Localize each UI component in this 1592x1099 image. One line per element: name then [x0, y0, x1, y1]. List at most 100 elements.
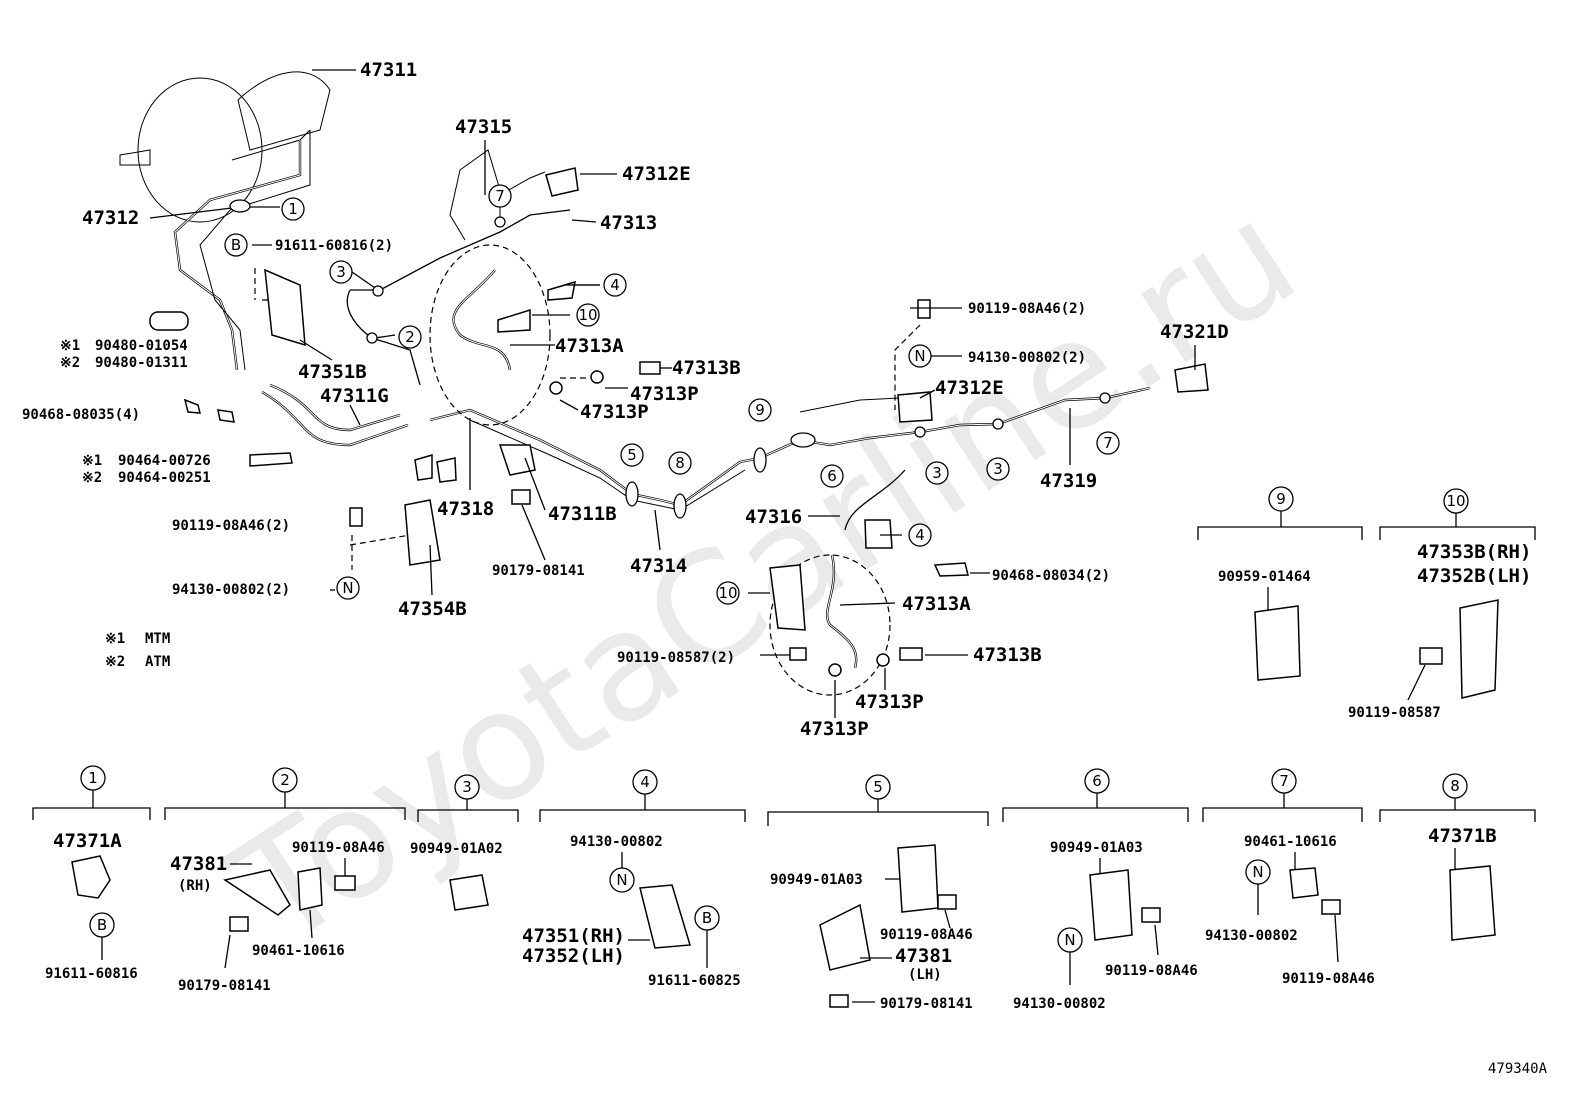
clip-90468-08034-shape	[933, 562, 969, 577]
clip-90468-08035-shape	[183, 398, 235, 423]
callout-3-mid-a: 3	[932, 464, 942, 482]
mark-s1-90464: ※1	[82, 453, 102, 469]
detail-4-B: B	[702, 909, 712, 927]
label-47313B-top: 47313B	[672, 357, 741, 379]
label-94130-00802-2-left: 94130-00802(2)	[172, 582, 290, 598]
label-47318: 47318	[437, 498, 494, 520]
detail-7-part-2: 90119-08A46	[1282, 971, 1375, 987]
callout-4-bottom: 4	[915, 526, 925, 544]
clamp-90949-01A02-shape	[449, 874, 489, 911]
label-47316: 47316	[745, 506, 802, 528]
callout-2: 2	[405, 328, 415, 346]
label-47354B: 47354B	[398, 598, 467, 620]
union-90464-shape	[249, 452, 293, 467]
detail-2-number: 2	[280, 771, 290, 789]
detail-1-part-0: 47371A	[53, 830, 122, 852]
callout-N-left: N	[342, 579, 353, 597]
detail-2-part-3: 90461-10616	[252, 943, 345, 959]
detail-1-B: B	[97, 916, 107, 934]
detail-1-part-1: 91611-60816	[45, 966, 138, 982]
clamp-callouts: 1 7 3 4 10 2 9 5 8 6 3 3 7 4 10 B N N	[224, 184, 1120, 605]
detail-4-number: 4	[640, 773, 650, 791]
detail-5-part-0: 90949-01A03	[770, 872, 863, 888]
bracket-47351-shape	[639, 884, 691, 949]
bracket-47381-lh-shape	[819, 903, 871, 971]
callout-7-top: 7	[495, 187, 505, 205]
bracket-47351B-shape	[264, 268, 306, 347]
label-47311G: 47311G	[320, 385, 389, 407]
detail-9-number: 9	[1276, 490, 1286, 508]
mark-s2-90464: ※2	[82, 470, 102, 486]
bolt-90119-08587-detail-shape	[1419, 647, 1443, 665]
detail-10-part-1: 47352B(LH)	[1417, 565, 1531, 587]
detail-group-2: 2 47381 (RH) 90119-08A46 90461-10616 901…	[164, 767, 406, 994]
callout-1: 1	[288, 200, 298, 218]
main-part-labels: 47311 47315 47312E 47312 47313 91611-608…	[22, 59, 1229, 740]
detail-2-part-1: (RH)	[178, 878, 212, 894]
master-cylinder-outline	[237, 71, 331, 151]
detail-2-part-2: 90119-08A46	[292, 840, 385, 856]
bolt-90119-08587-shape	[789, 647, 807, 661]
mark-s2-90480: ※2	[60, 355, 80, 371]
label-91611-60816-2: 91611-60816(2)	[275, 238, 393, 254]
label-90464-00726: 90464-00726	[118, 453, 211, 469]
detail-7-part-0: 90461-10616	[1244, 834, 1337, 850]
detail-group-9: 9 90959-01464	[1197, 486, 1363, 681]
detail-group-6: 6 90949-01A03 90119-08A46 N 94130-00802	[1002, 768, 1198, 1012]
nut-90179-detail5-shape	[829, 994, 849, 1008]
label-94130-00802-2-right: 94130-00802(2)	[968, 350, 1086, 366]
bolt-90119-left-shape	[349, 507, 363, 527]
callout-7-right: 7	[1103, 434, 1113, 452]
bracket-47312E-top-shape	[545, 167, 579, 197]
label-47313B-bottom: 47313B	[973, 644, 1042, 666]
label-47351B: 47351B	[298, 361, 367, 383]
detail-group-8: 8 47371B	[1379, 773, 1536, 941]
label-47311: 47311	[360, 59, 417, 81]
detail-5-part-1: 90119-08A46	[880, 927, 973, 943]
clamp-47371B-shape	[1449, 865, 1496, 941]
callout-5: 5	[627, 446, 637, 464]
bolt-47313B-top-shape	[639, 361, 661, 375]
label-90468-08035-4: 90468-08035(4)	[22, 407, 140, 423]
brake-pipe-routing	[119, 71, 1151, 696]
booster-rod	[119, 149, 151, 166]
detail-5-part-4: 90179-08141	[880, 996, 973, 1012]
callout-3-top: 3	[336, 263, 346, 281]
label-90179-08141: 90179-08141	[492, 563, 585, 579]
clamp-90461-shape	[297, 867, 323, 911]
detail-10-number: 10	[1446, 492, 1465, 510]
bracket-47354B-shape	[404, 499, 441, 566]
bolt-90119-detail5-shape	[937, 894, 957, 910]
detail-4-part-0: 94130-00802	[570, 834, 663, 850]
label-47312E-mid: 47312E	[935, 377, 1004, 399]
detail-7-N: N	[1252, 863, 1263, 881]
detail-2-part-0: 47381	[170, 853, 227, 875]
detail-5-part-3: (LH)	[908, 967, 942, 983]
label-47313: 47313	[600, 212, 657, 234]
bolt-90119-detail2-shape	[334, 875, 356, 891]
bracket-47353B-shape	[1459, 599, 1499, 699]
label-90119-08587-2: 90119-08587(2)	[617, 650, 735, 666]
detail-group-3: 3 90949-01A02	[410, 774, 519, 911]
bracket-10-lower-shape	[769, 564, 806, 631]
label-47319: 47319	[1040, 470, 1097, 492]
bolt-47313B-bottom-shape	[899, 647, 923, 661]
grommet-90480-shape	[149, 311, 189, 331]
clips-47318-shape	[414, 453, 457, 483]
figure-code: 479340A	[1488, 1061, 1548, 1077]
detail-group-1: 1 47371A B 91611-60816	[32, 765, 151, 982]
detail-8-number: 8	[1450, 777, 1460, 795]
detail-3-number: 3	[462, 778, 472, 796]
nut-90179-detail2-shape	[229, 916, 249, 932]
clamp-90461-detail7-shape	[1289, 867, 1319, 899]
label-90119-08A46-2-left: 90119-08A46(2)	[172, 518, 290, 534]
label-90480-01311: 90480-01311	[95, 355, 188, 371]
detail-7-part-1: 94130-00802	[1205, 928, 1298, 944]
callout-10-top: 10	[578, 306, 597, 324]
detail-8-part-0: 47371B	[1428, 825, 1497, 847]
callout-6: 6	[827, 467, 837, 485]
detail-circle-upper	[429, 244, 551, 426]
detail-5-part-2: 47381	[895, 945, 952, 967]
clamp-90959-shape	[1254, 605, 1301, 681]
label-47313A-top: 47313A	[555, 335, 624, 357]
